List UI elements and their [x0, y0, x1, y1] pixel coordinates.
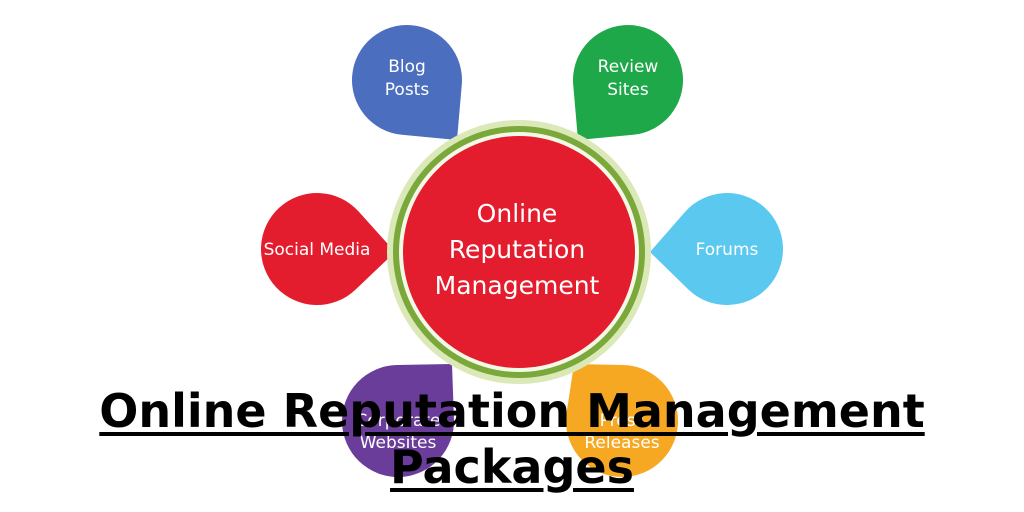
- node-websites-label: Corporate: [356, 411, 441, 431]
- headline: Online Reputation Management Packages: [0, 383, 1024, 495]
- node-press-releases-label: Press: [600, 411, 645, 431]
- node-review-sites-label: Sites: [607, 80, 649, 100]
- node-websites-shape: [341, 364, 454, 478]
- node-forums-label: Forums: [696, 240, 759, 260]
- hub-label-line-3: Management: [435, 271, 600, 300]
- node-social-media-label: Social Media: [264, 240, 371, 260]
- hub-label-line-1: Online: [477, 199, 558, 228]
- node-social-media: Social Media: [261, 193, 395, 306]
- node-review-sites-shape: [573, 24, 684, 141]
- node-press-releases-shape: [565, 364, 678, 477]
- headline-line-1: Online Reputation Management: [99, 384, 925, 438]
- node-forums: Forums: [650, 193, 784, 306]
- node-forums-shape: [650, 193, 784, 306]
- hub-label-line-2: Reputation: [449, 235, 585, 264]
- node-blog-posts-shape: [351, 24, 462, 141]
- node-press-releases-label: Releases: [584, 433, 659, 453]
- node-websites-label: Websites: [360, 433, 437, 453]
- node-review-sites-label: Review: [598, 57, 659, 77]
- hub-disc: [403, 136, 635, 368]
- headline-line-2: Packages: [390, 440, 634, 494]
- hub: Online Reputation Management: [387, 120, 651, 384]
- node-blog-posts-label: Blog: [388, 57, 426, 77]
- node-blog-posts-label: Posts: [385, 80, 430, 100]
- node-social-media-shape: [261, 193, 395, 306]
